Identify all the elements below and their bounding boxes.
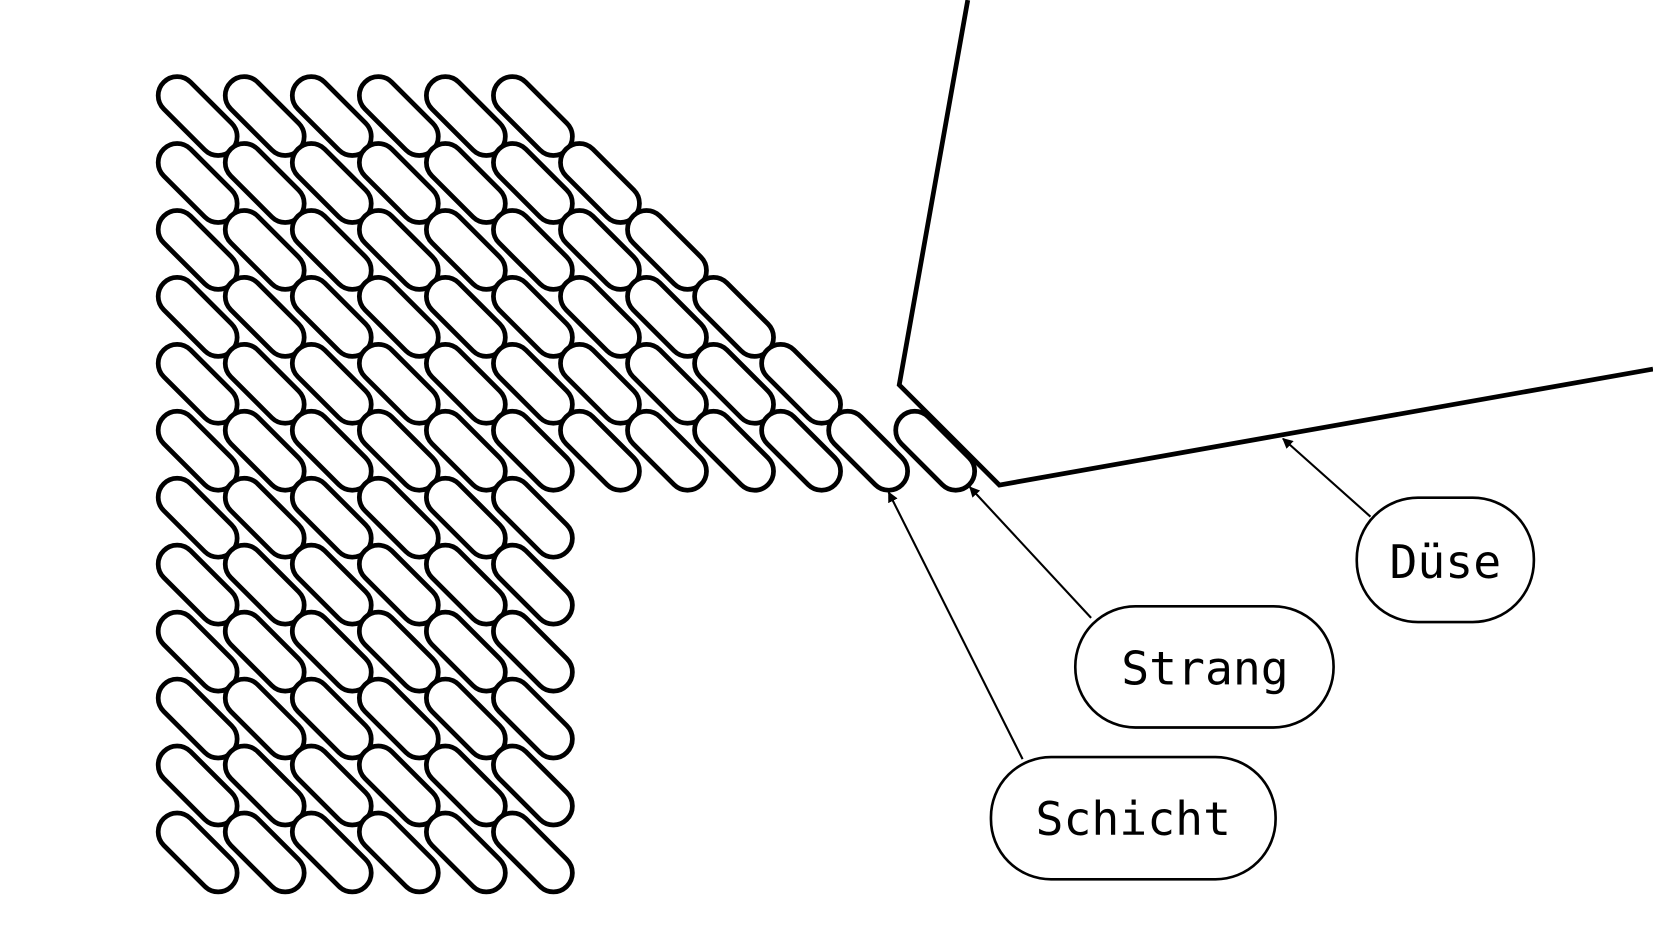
nozzle-label: Düse [1355, 496, 1536, 624]
strand-capsule [491, 676, 575, 761]
nozzle-arrow [1282, 437, 1372, 518]
strand-capsule [625, 408, 709, 493]
strand-capsule [491, 810, 575, 895]
strand-capsule [222, 810, 307, 895]
strand-capsule [759, 408, 843, 493]
strand-capsule [424, 810, 508, 895]
strand-capsule [692, 408, 776, 493]
strand-capsule [491, 542, 575, 627]
strand-capsule [289, 810, 374, 895]
strand-capsule [155, 810, 240, 895]
strand-label: Strang [1073, 604, 1335, 729]
nozzle-outline [896, 0, 1653, 488]
strand-arrow [969, 486, 1092, 619]
strand-capsule [491, 475, 575, 560]
printed-strands [155, 74, 978, 895]
strand-capsule [558, 408, 642, 493]
strand-label-text: Strang [1121, 641, 1289, 695]
layer-arrow [887, 491, 1024, 760]
strand-capsule [826, 408, 910, 493]
nozzle-label-text: Düse [1389, 535, 1501, 589]
strand-capsule [491, 609, 575, 694]
strand-capsule [356, 810, 441, 895]
layer-label-text: Schicht [1036, 792, 1231, 846]
layer-label: Schicht [989, 755, 1277, 881]
strand-capsule [491, 743, 575, 828]
strand-capsule [491, 408, 575, 493]
